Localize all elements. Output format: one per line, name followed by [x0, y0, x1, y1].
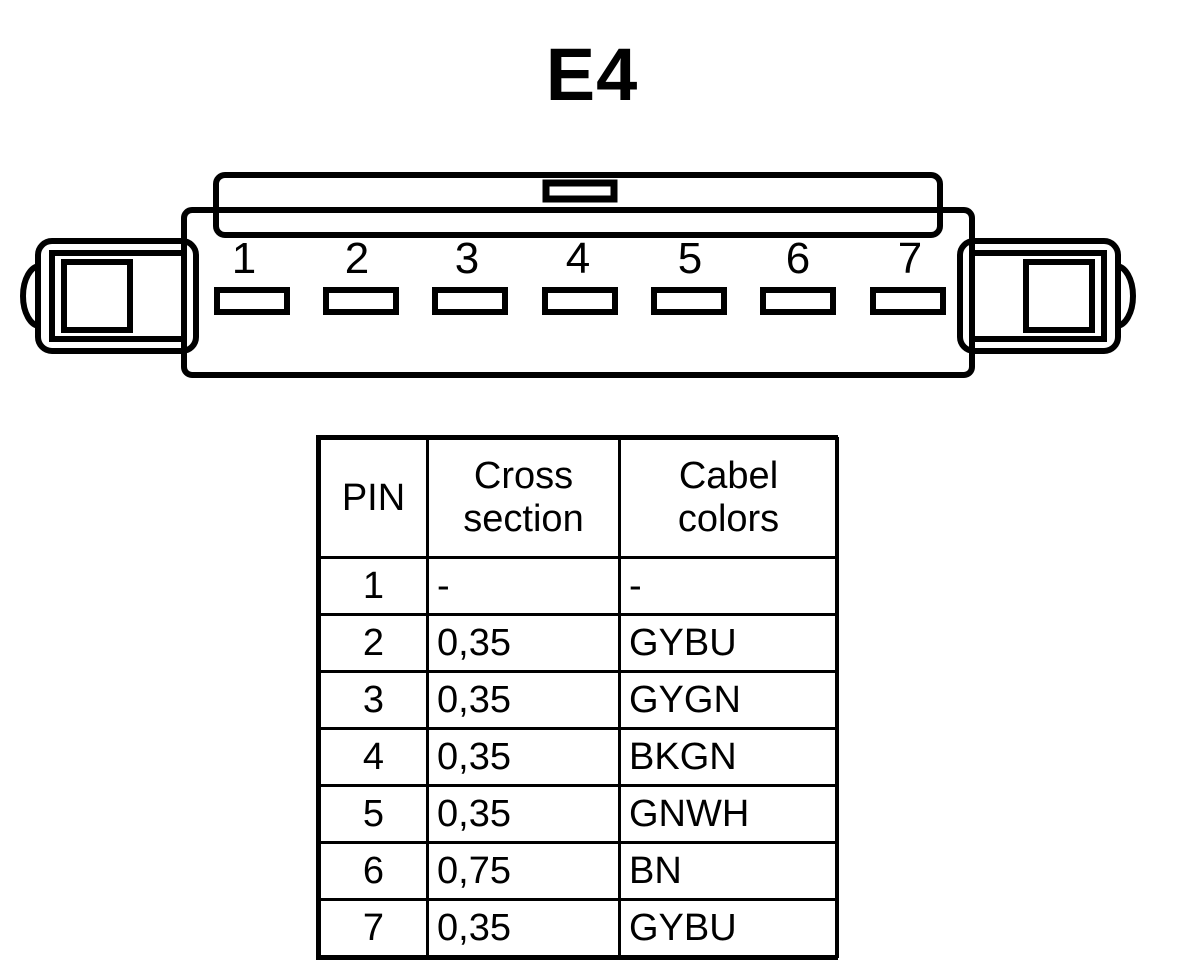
right-latch-wing-outer: [957, 238, 1121, 354]
right-latch-wing-inner: [969, 250, 1107, 342]
pin-slot-1: [214, 287, 290, 315]
pin-number-6: 6: [786, 234, 810, 283]
table-row: 5 0,35 GNWH: [318, 784, 839, 844]
left-latch-tab-icon: [20, 263, 41, 329]
left-latch-wing-outer: [35, 238, 199, 354]
cell-cabel-colors: GNWH: [618, 784, 839, 844]
pin-number-3: 3: [455, 234, 479, 283]
column-header-cabel-colors: Cabel colors: [618, 437, 839, 559]
pin-slot-3: [432, 287, 508, 315]
cell-cabel-colors: BKGN: [618, 727, 839, 787]
right-latch-tab-icon: [1115, 263, 1136, 329]
column-header-cross-section-line1: Cross: [473, 455, 574, 498]
column-header-pin: PIN: [318, 437, 429, 559]
pin-number-5: 5: [678, 234, 702, 283]
pin-slot-7: [870, 287, 946, 315]
cell-pin: 4: [318, 727, 429, 787]
pin-slot-4: [542, 287, 618, 315]
column-header-pin-line1: PIN: [341, 476, 406, 519]
cell-cabel-colors: -: [618, 556, 839, 616]
cell-cross-section: 0,35: [426, 727, 621, 787]
left-latch-wing-inner: [49, 250, 187, 342]
cell-cabel-colors: BN: [618, 841, 839, 901]
pin-slot-6: [760, 287, 836, 315]
page-title: E4: [545, 33, 639, 116]
connector-top-rail: [213, 172, 943, 238]
cell-cross-section: 0,75: [426, 841, 621, 901]
column-header-cabel-colors-line1: Cabel: [678, 455, 779, 498]
cell-cabel-colors: GYBU: [618, 898, 839, 958]
cell-pin: 6: [318, 841, 429, 901]
left-latch-square: [61, 259, 133, 333]
pin-slot-5: [651, 287, 727, 315]
pin-number-7: 7: [898, 234, 922, 283]
cell-cross-section: -: [426, 556, 621, 616]
pinout-table-container: PIN Cross section Cabel colors 1 - - 2: [316, 435, 839, 960]
cell-pin: 3: [318, 670, 429, 730]
cell-pin: 7: [318, 898, 429, 958]
pin-number-1: 1: [232, 234, 256, 283]
column-header-cabel-colors-line2: colors: [677, 498, 780, 540]
table-header-row: PIN Cross section Cabel colors: [318, 437, 839, 559]
connector-svg: 1 2 3 4 5 6 7: [20, 172, 1136, 378]
connector-diagram: 1 2 3 4 5 6 7: [0, 150, 1184, 380]
table-row: 1 - -: [318, 556, 839, 616]
cell-cross-section: 0,35: [426, 784, 621, 844]
pin-slot-2: [323, 287, 399, 315]
right-latch-square: [1023, 259, 1095, 333]
table-row: 2 0,35 GYBU: [318, 613, 839, 673]
cell-cross-section: 0,35: [426, 670, 621, 730]
pin-number-4: 4: [566, 234, 590, 283]
cell-pin: 1: [318, 556, 429, 616]
pinout-table: PIN Cross section Cabel colors 1 - - 2: [318, 437, 839, 958]
table-row: 6 0,75 BN: [318, 841, 839, 901]
table-row: 4 0,35 BKGN: [318, 727, 839, 787]
cell-cabel-colors: GYBU: [618, 613, 839, 673]
column-header-cross-section-line2: section: [463, 498, 584, 540]
cell-pin: 5: [318, 784, 429, 844]
cell-cabel-colors: GYGN: [618, 670, 839, 730]
column-header-cross-section: Cross section: [426, 437, 621, 559]
cell-pin: 2: [318, 613, 429, 673]
center-keying-slot: [542, 179, 618, 203]
cell-cross-section: 0,35: [426, 898, 621, 958]
pin-number-2: 2: [345, 234, 369, 283]
table-row: 7 0,35 GYBU: [318, 898, 839, 958]
table-row: 3 0,35 GYGN: [318, 670, 839, 730]
cell-cross-section: 0,35: [426, 613, 621, 673]
